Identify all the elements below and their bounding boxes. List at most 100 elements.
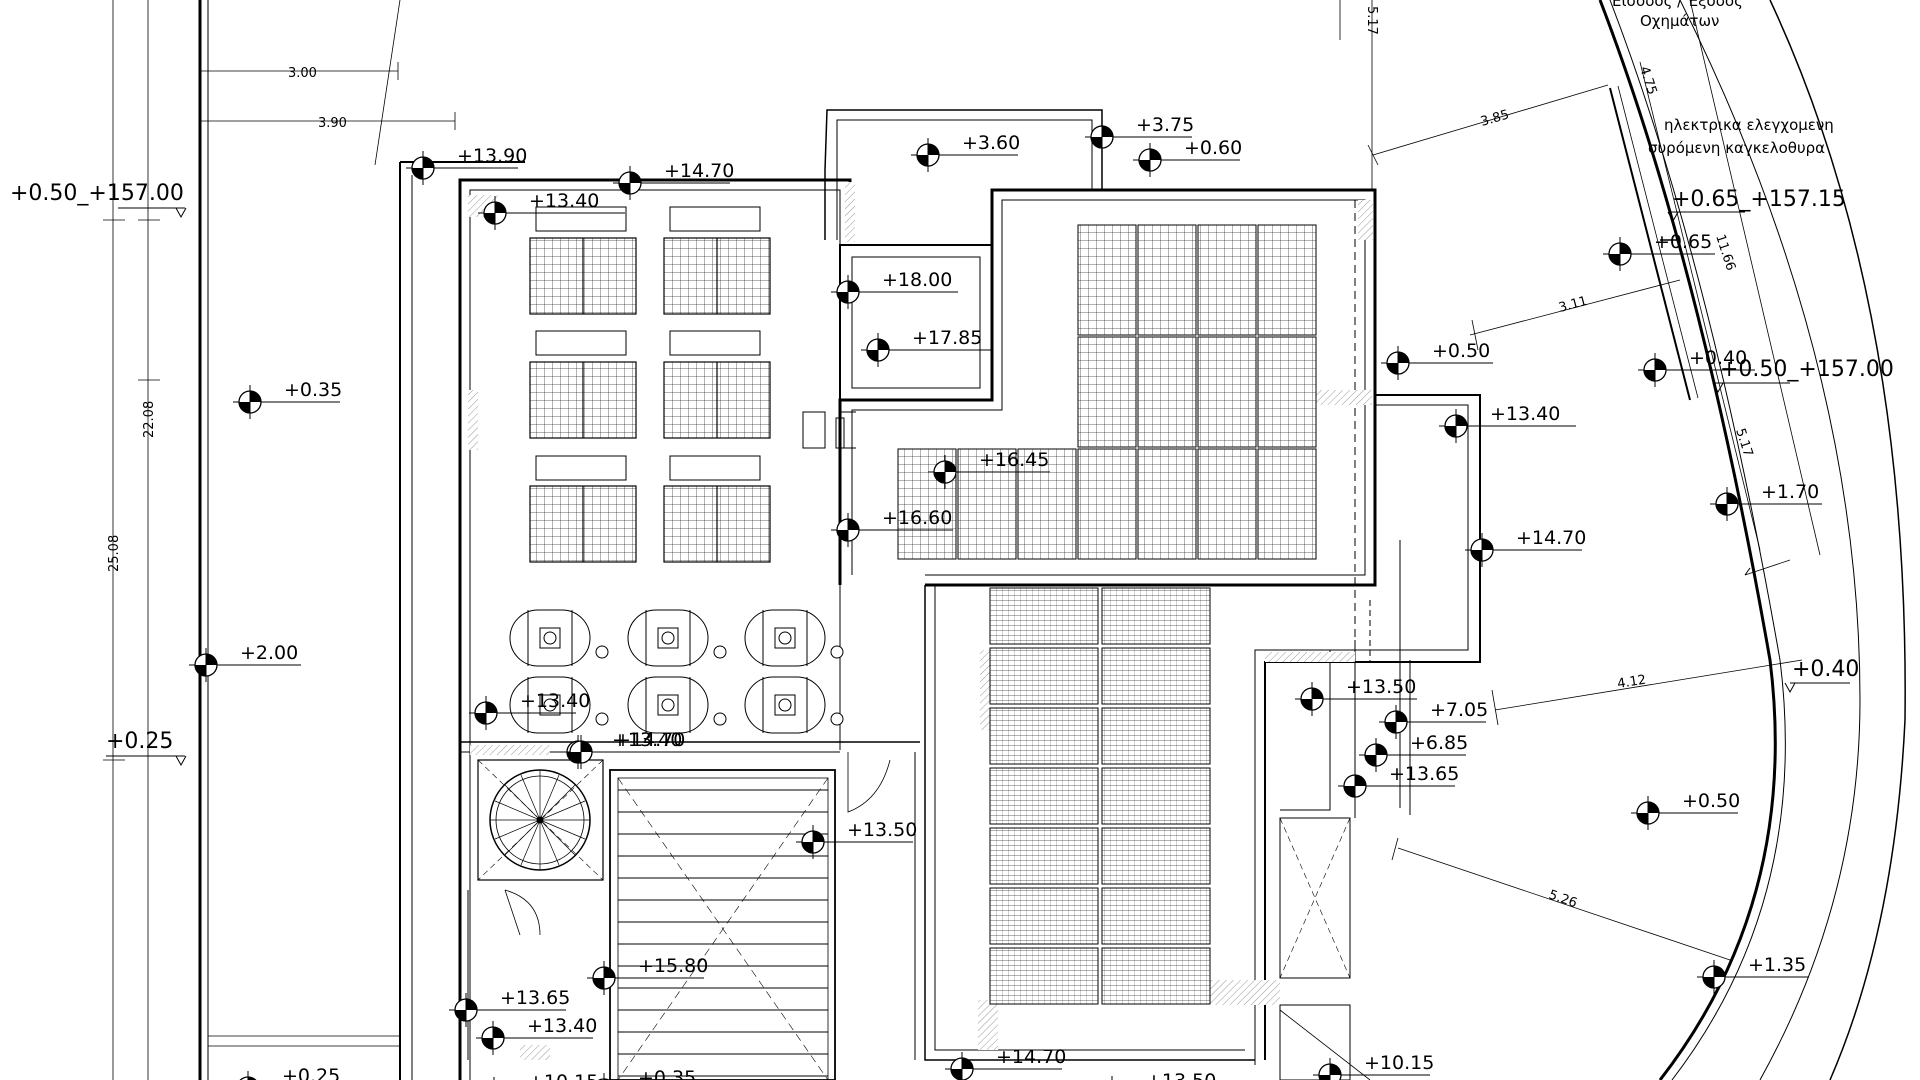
sliding-gate-label-line2: συρόμενη καγκελοθυρα — [1648, 139, 1825, 157]
level-mark-quadrant — [1312, 688, 1323, 699]
level-mark-quadrant — [867, 350, 878, 361]
spot-level-y: +13.65 — [1338, 763, 1459, 803]
spot-level-p: +1.70 — [1710, 481, 1822, 521]
spot-level-w: +7.05 — [1379, 699, 1488, 739]
level-mark-quadrant — [1319, 1075, 1330, 1080]
spot-level-label: +0.50 — [1682, 790, 1740, 812]
site-level-left-mid: +0.25 — [106, 729, 173, 754]
spot-level-label: +0.60 — [1184, 137, 1242, 159]
roof-ladder — [802, 411, 856, 449]
level-mark-quadrant — [1385, 722, 1396, 733]
spot-level-ae: +1.35 — [1697, 954, 1809, 994]
water-tanks — [509, 609, 844, 734]
level-mark-quadrant — [1398, 352, 1409, 363]
left-boundary — [198, 0, 525, 1080]
dimension-3-90: 3.90 — [318, 116, 347, 131]
spot-level-label: +3.60 — [962, 132, 1020, 154]
spot-level-label: +0.25 — [282, 1065, 340, 1080]
spot-level-j: +16.45 — [928, 449, 1050, 489]
site-level-left-top: +0.50_+157.00 — [10, 181, 184, 206]
level-mark-quadrant — [1714, 966, 1725, 977]
level-mark-quadrant — [1330, 1064, 1341, 1075]
spot-level-e: +3.75 — [1085, 114, 1194, 154]
level-mark-quadrant — [1655, 359, 1666, 370]
ac-units — [529, 206, 771, 563]
level-mark-quadrant — [1376, 744, 1387, 755]
level-mark-quadrant — [619, 183, 630, 194]
level-mark-quadrant — [837, 530, 848, 541]
level-mark-quadrant — [1727, 493, 1738, 504]
spot-level-v: +13.50 — [1295, 676, 1417, 716]
spot-level-b: +14.70 — [613, 160, 734, 200]
level-mark-quadrant — [604, 967, 615, 978]
spot-level-label: +10.15 — [1364, 1052, 1434, 1074]
building-outline — [458, 109, 1481, 1080]
site-level-right-lower: +0.40 — [1792, 657, 1859, 682]
level-mark-quadrant — [581, 741, 592, 752]
level-mark-quadrant — [1716, 504, 1727, 515]
level-mark-quadrant — [1456, 415, 1467, 426]
level-mark-quadrant — [630, 172, 641, 183]
level-mark-quadrant — [239, 402, 250, 413]
spot-level-label: +16.45 — [979, 449, 1049, 471]
solar-array-lower — [989, 587, 1211, 1005]
dimension-5-17-right: 5.17 — [1732, 427, 1755, 459]
spot-level-label: +0.65 — [1654, 231, 1712, 253]
level-mark-quadrant — [837, 292, 848, 303]
spot-level-label: +17.85 — [912, 327, 982, 349]
level-mark-quadrant — [945, 461, 956, 472]
level-mark-quadrant — [1648, 802, 1659, 813]
level-mark-quadrant — [1344, 786, 1355, 797]
level-mark-quadrant — [486, 702, 497, 713]
level-mark-quadrant — [813, 831, 824, 842]
level-mark-quadrant — [928, 144, 939, 155]
spot-level-q: +14.70 — [1465, 527, 1586, 567]
spot-level-ai: +14.70 — [945, 1046, 1066, 1080]
spot-level-label: +7.05 — [1430, 699, 1488, 721]
spot-level-label: +1.35 — [1748, 954, 1806, 976]
spot-level-label: +13.40 — [612, 729, 682, 751]
level-mark-quadrant — [1102, 126, 1113, 137]
spot-level-r: +2.00 — [189, 642, 301, 682]
spot-level-i: +0.35 — [233, 379, 342, 419]
site-level-right-mid: +0.50_+157.00 — [1720, 357, 1894, 382]
level-mark-quadrant — [593, 978, 604, 989]
spot-level-l: +0.65 — [1603, 231, 1715, 271]
dimension-3-11: 3.11 — [1557, 294, 1589, 316]
level-mark-quadrant — [466, 999, 477, 1010]
spot-level-label: +13.50 — [1146, 1070, 1216, 1080]
level-mark-quadrant — [1471, 550, 1482, 561]
vehicle-entrance-label-line2: Οχημάτων — [1640, 12, 1719, 30]
spot-level-label: +1.70 — [1761, 481, 1819, 503]
spot-level-label: +13.40 — [529, 190, 599, 212]
spiral-staircase — [467, 759, 604, 1060]
spot-level-a: +13.90 — [406, 145, 527, 185]
level-mark-quadrant — [1609, 254, 1620, 265]
spot-level-label: +2.00 — [240, 642, 298, 664]
site-level-marks — [106, 207, 1850, 767]
level-mark-quadrant — [1091, 137, 1102, 148]
level-mark-quadrant — [482, 1038, 493, 1049]
level-mark-quadrant — [848, 519, 859, 530]
dimension-4-12: 4.12 — [1616, 673, 1647, 692]
spot-level-label: +16.60 — [882, 507, 952, 529]
level-mark-quadrant — [455, 1010, 466, 1021]
spot-level-label: +13.40 — [520, 690, 590, 712]
spot-level-ad: +13.40 — [476, 1015, 597, 1055]
level-mark-quadrant — [195, 665, 206, 676]
wall-hatching — [468, 182, 1373, 1060]
solar-array-upper — [897, 224, 1317, 560]
level-mark-quadrant — [570, 752, 581, 763]
level-mark-quadrant — [1355, 775, 1366, 786]
spot-level-label: +13.50 — [847, 819, 917, 841]
spot-level-label: +13.65 — [500, 987, 570, 1009]
spot-level-label: +15.80 — [638, 955, 708, 977]
level-mark-quadrant — [951, 1069, 962, 1080]
spot-level-h: +17.85 — [861, 327, 993, 367]
level-mark-quadrant — [484, 213, 495, 224]
sliding-gate-label-line1: ηλεκτρικα ελεγχομενη — [1664, 116, 1834, 134]
level-mark-quadrant — [848, 281, 859, 292]
spot-level-aa: +0.50 — [1631, 790, 1740, 830]
spot-level-label: +14.70 — [996, 1046, 1066, 1068]
